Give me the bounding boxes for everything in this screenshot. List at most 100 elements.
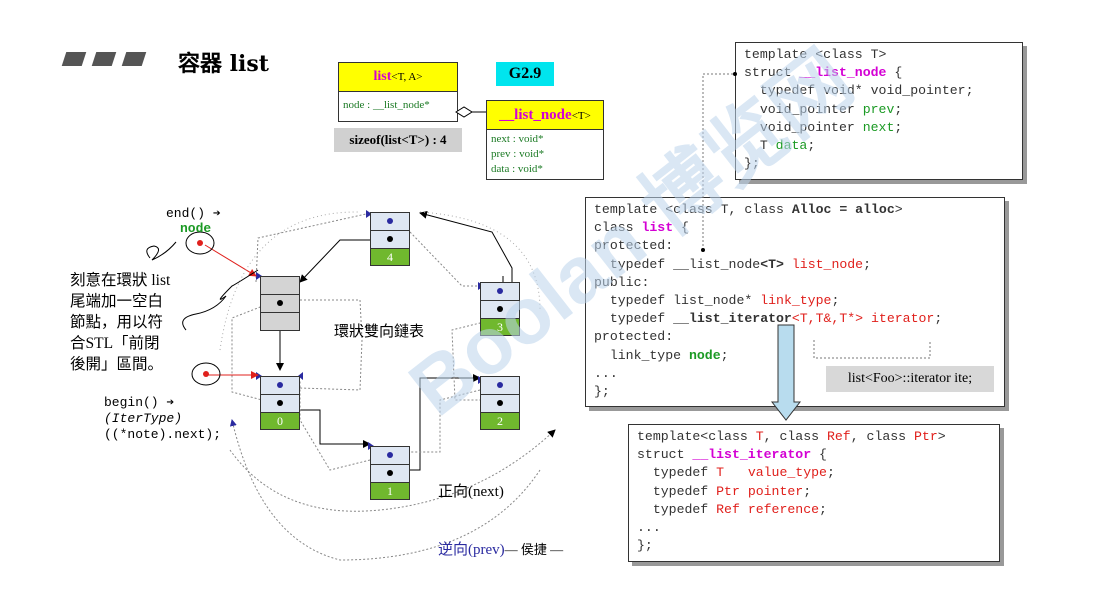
code-token: typedef [637, 501, 717, 517]
code-token: data [775, 138, 808, 154]
node-label: 3 [480, 318, 520, 336]
code-line: public: [594, 274, 650, 290]
node-cell-next [480, 300, 520, 318]
note-pointer-scribble [182, 269, 259, 331]
ring-label: 環狀雙向鏈表 [334, 324, 425, 340]
code-token: prev [862, 101, 895, 117]
code-line: typedef T value_type; [637, 464, 991, 482]
node-cell-prev [260, 376, 300, 394]
uml-aggregation-connector [455, 106, 486, 118]
code-token: ; [934, 311, 943, 327]
code-line: }; [594, 384, 610, 400]
code-token: template <class T, class [594, 202, 792, 217]
note-line: 後開」區間。 [70, 356, 164, 373]
code-token: struct [744, 65, 800, 81]
code-token: ; [894, 101, 903, 117]
code-line: template <class T, class Alloc = alloc> [594, 201, 996, 219]
code-line: T data; [744, 137, 1014, 155]
code-token: Ref [826, 429, 851, 444]
code-token: link_type [594, 347, 689, 363]
code-token: __list_iterator [673, 311, 792, 327]
code-line: class list { [594, 219, 996, 237]
code-line: protected: [594, 329, 674, 345]
code-token: typedef [594, 311, 674, 327]
uml-node-member-data: data : void* [491, 163, 543, 175]
code-token: { [886, 65, 903, 81]
end-cloud-icon [185, 231, 215, 255]
node-cell-prev [260, 276, 300, 294]
code-line: protected: [594, 238, 674, 254]
begin-label: begin() ➔ (IterType) ((*note).next); [104, 395, 221, 443]
node-cell-prev [370, 212, 410, 230]
code-token: T [716, 465, 740, 481]
sizeof-label: sizeof(list<T>) : 4 [334, 128, 462, 152]
code-token: { [811, 447, 827, 463]
note-line: 合STL「前閉 [70, 335, 160, 352]
code-token: Ptr [716, 483, 740, 499]
note-line: 尾端加一空白 [70, 293, 164, 310]
note-line: 刻意在環狀 list [70, 272, 171, 289]
code-line: typedef Ref reference; [637, 501, 991, 519]
code-line: link_type node; [594, 347, 996, 365]
code-token: __list_iterator [692, 447, 812, 463]
ring-node-3: 3 [480, 282, 520, 336]
code-token: list [641, 220, 674, 236]
uml-list-node-class: __list_node<T> next : void* prev : void*… [486, 100, 604, 180]
code-token: void_pointer [744, 119, 863, 135]
code-token: pointer [747, 483, 804, 499]
page-title: 容器 list [178, 51, 269, 77]
end-node-label: node [180, 221, 212, 236]
code-token: typedef [637, 483, 717, 499]
code-token: template<class [637, 429, 756, 444]
uml-list-member: node : __list_node* [343, 99, 430, 111]
code-token: { [673, 220, 689, 236]
prev-dotted-links [231, 213, 501, 471]
code-line: void_pointer prev; [744, 101, 1014, 119]
note-line: 節點，用以符 [70, 314, 164, 331]
version-badge: G2.9 [496, 62, 554, 86]
code-token: ; [803, 483, 812, 499]
code-line: ... [637, 520, 661, 536]
ring-node-2: 2 [480, 376, 520, 430]
code-token: reference [747, 501, 820, 517]
uml-node-name: __list_node [499, 107, 572, 123]
code-token: typedef [637, 465, 717, 481]
code-token: link_type [760, 293, 832, 309]
ring-node-4: 4 [370, 212, 410, 266]
code-token: void_pointer [744, 101, 863, 117]
end-red-arrow [204, 244, 257, 277]
code-line: void_pointer next; [744, 119, 1014, 137]
code-token: typedef list_node* [594, 293, 761, 309]
code-token: T [744, 138, 776, 154]
node-cell-next [480, 394, 520, 412]
code-token: list_node [791, 256, 864, 272]
uml-list-template: <T, A> [391, 71, 423, 83]
forward-label: 正向(next) [438, 484, 504, 500]
node-cell-next [370, 464, 410, 482]
begin-line-1: begin() ➔ [104, 395, 221, 411]
end-label: end() ➔ [166, 206, 221, 221]
ring-node-end [260, 276, 300, 331]
code-token: > [894, 202, 903, 217]
code-token: __list_node [799, 65, 887, 81]
code-line: typedef void* void_pointer; [744, 83, 974, 99]
code-line: template <class T> [744, 47, 887, 62]
code-token: struct [637, 447, 693, 463]
code-token: typedef __list_node [594, 256, 761, 272]
code-token: value_type [747, 465, 827, 481]
code-token: Alloc = alloc [791, 202, 895, 217]
ring-node-1: 1 [370, 446, 410, 500]
uml-list-class: list<T, A> node : __list_node* [338, 62, 458, 122]
uml-node-member-prev: prev : void* [491, 148, 545, 160]
code-line: struct __list_node { [744, 64, 1014, 82]
code-link-dot [733, 72, 737, 76]
code-line: typedef Ptr pointer; [637, 483, 991, 501]
code-token: ; [819, 501, 827, 517]
big-down-arrow [770, 324, 802, 421]
code-token: Ref [716, 501, 740, 517]
code-line: typedef list_node* link_type; [594, 292, 996, 310]
node-label: 4 [370, 248, 410, 266]
code-line: }; [744, 156, 760, 172]
author-text: — 侯捷 — [504, 542, 564, 557]
